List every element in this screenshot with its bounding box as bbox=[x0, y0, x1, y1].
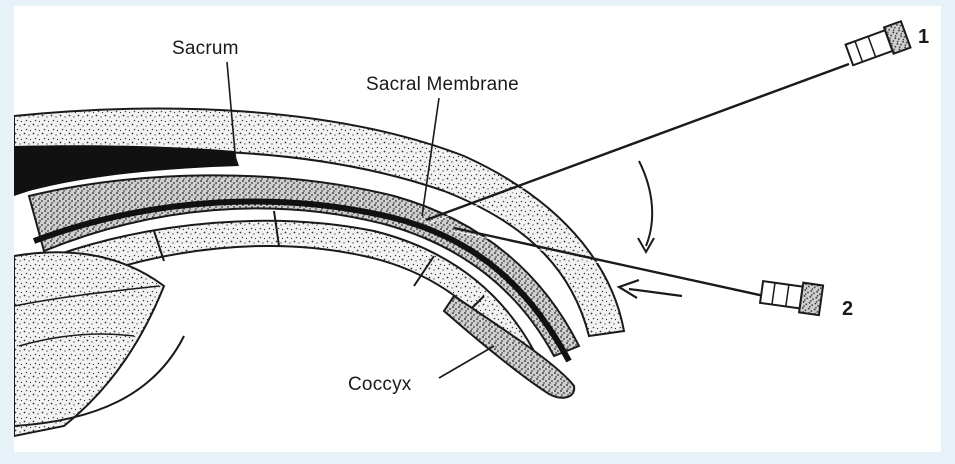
sacrococcygeal-diagram bbox=[14, 6, 941, 452]
sacral-membrane-label: Sacral Membrane bbox=[366, 74, 519, 96]
diagram-frame: Sacrum Sacral Membrane Coccyx 1 2 bbox=[14, 6, 941, 452]
needle-1-label: 1 bbox=[918, 26, 929, 49]
coccyx-label: Coccyx bbox=[348, 374, 412, 396]
syringe-hub-icon bbox=[845, 21, 911, 68]
needle-2-label: 2 bbox=[842, 298, 853, 321]
syringe-hub-icon bbox=[759, 277, 823, 315]
curved-arrow-icon bbox=[638, 161, 654, 252]
pelvic-tissue bbox=[14, 252, 164, 436]
coccyx-leader bbox=[439, 346, 494, 378]
sacrum-label: Sacrum bbox=[172, 38, 239, 60]
arrow-left-icon bbox=[619, 280, 682, 298]
